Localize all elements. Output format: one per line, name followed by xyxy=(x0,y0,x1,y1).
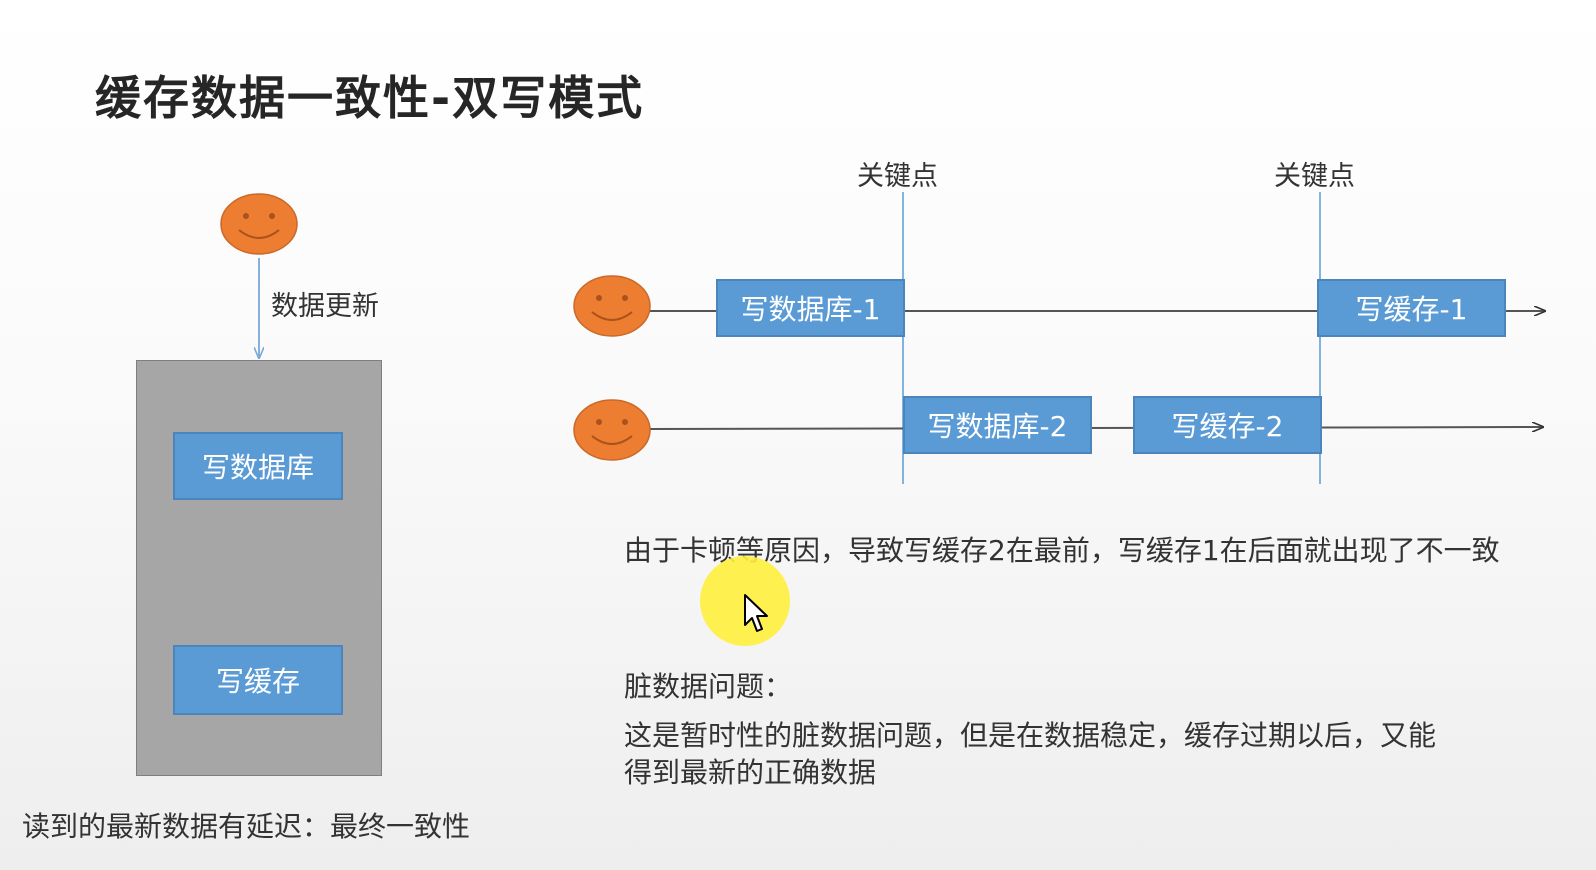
left-footer-note: 读到的最新数据有延迟：最终一致性 xyxy=(22,810,471,843)
key-point-label-1: 关键点 xyxy=(857,161,938,192)
write-db-box: 写数据库 xyxy=(173,432,343,500)
write-db-2-box: 写数据库-2 xyxy=(903,396,1092,454)
dirty-data-line-2: 得到最新的正确数据 xyxy=(624,756,877,789)
page-title: 缓存数据一致性-双写模式 xyxy=(95,71,645,125)
dirty-data-heading: 脏数据问题： xyxy=(624,670,793,703)
write-db-1-box: 写数据库-1 xyxy=(716,279,905,337)
smiley-face-icon xyxy=(220,193,298,255)
smiley-face-icon xyxy=(573,399,651,461)
mouse-cursor-icon xyxy=(744,594,768,632)
dirty-data-line-1: 这是暂时性的脏数据问题，但是在数据稳定，缓存过期以后，又能 xyxy=(624,719,1437,752)
smiley-face-icon xyxy=(573,275,651,337)
data-update-label: 数据更新 xyxy=(271,291,379,322)
inconsistency-explanation: 由于卡顿等原因，导致写缓存2在最前，写缓存1在后面就出现了不一致 xyxy=(624,534,1500,567)
write-cache-box: 写缓存 xyxy=(173,645,343,715)
timeline-row-2 xyxy=(649,427,1543,429)
key-point-label-2: 关键点 xyxy=(1274,161,1355,192)
write-cache-2-box: 写缓存-2 xyxy=(1133,396,1322,454)
write-cache-1-box: 写缓存-1 xyxy=(1317,279,1506,337)
